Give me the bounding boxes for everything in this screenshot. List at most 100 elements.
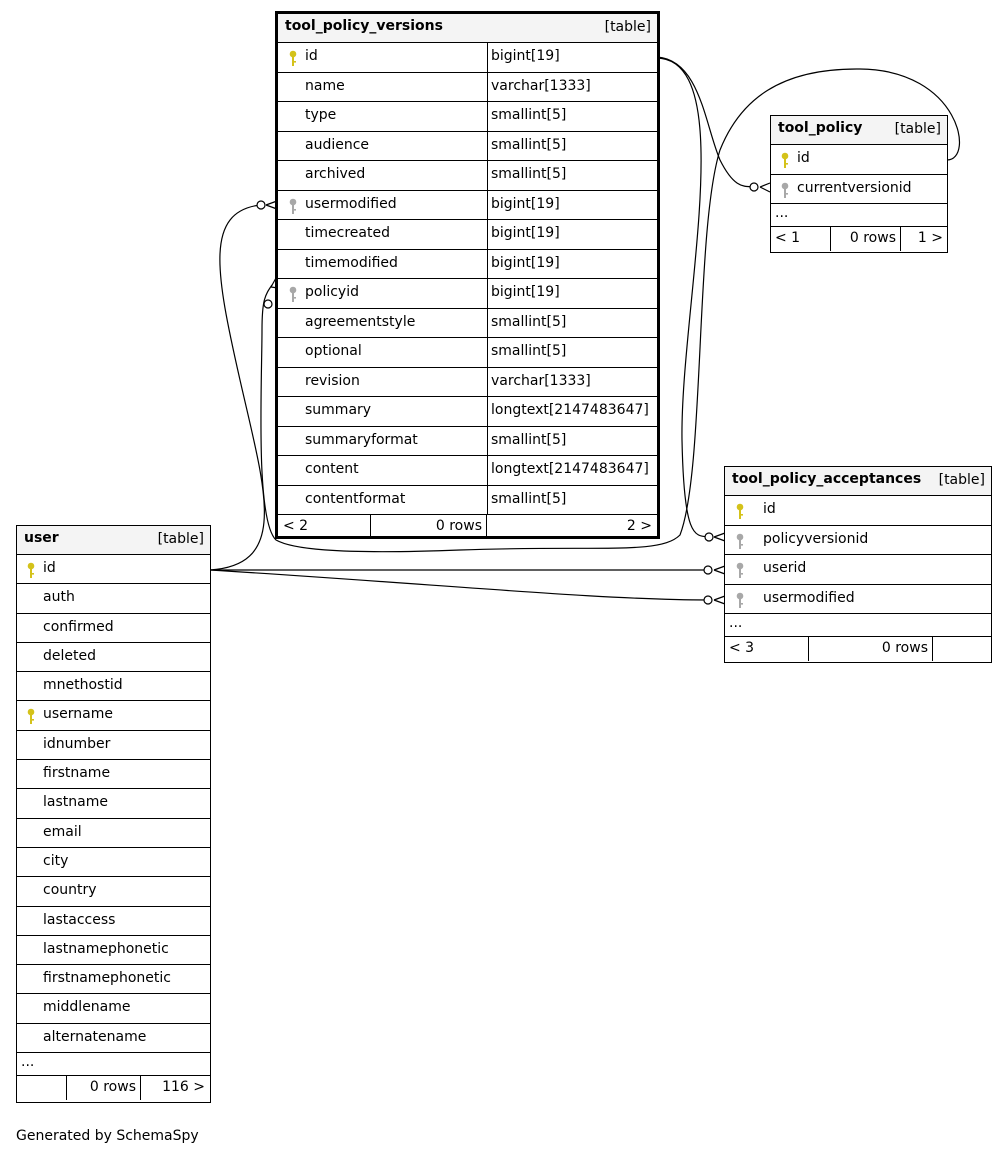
foreign-key-icon bbox=[735, 562, 745, 580]
column-type: bigint[19] bbox=[491, 254, 560, 271]
column-row[interactable]: country bbox=[17, 877, 210, 907]
table-footer: 0 rows 116 > bbox=[17, 1076, 210, 1101]
link-user-id-to-acceptances-usermodified bbox=[209, 569, 710, 601]
row-count: 0 rows bbox=[881, 640, 928, 656]
column-name: lastnamephonetic bbox=[43, 940, 169, 957]
table-footer: < 3 0 rows bbox=[725, 637, 991, 661]
column-type: smallint[5] bbox=[491, 343, 567, 359]
column-type: smallint[5] bbox=[491, 107, 567, 123]
column-row[interactable]: usermodified bbox=[725, 585, 991, 614]
foreign-key-icon bbox=[735, 533, 745, 551]
column-name: lastname bbox=[43, 794, 108, 811]
column-row[interactable]: id bbox=[771, 145, 947, 175]
table-footer: < 1 0 rows 1 > bbox=[771, 227, 947, 251]
table-header: tool_policy_versions [table] bbox=[278, 14, 657, 43]
children-link[interactable]: 1 > bbox=[917, 230, 943, 246]
column-row[interactable]: type smallint[5] bbox=[278, 102, 657, 132]
parents-link[interactable]: < 3 bbox=[729, 640, 755, 656]
column-row[interactable]: lastaccess bbox=[17, 907, 210, 936]
column-row[interactable]: id bbox=[725, 496, 991, 526]
optional-marker bbox=[704, 532, 714, 542]
column-name: optional bbox=[305, 343, 362, 359]
column-row[interactable]: policyversionid bbox=[725, 526, 991, 555]
column-type: smallint[5] bbox=[491, 136, 567, 153]
column-row[interactable]: auth bbox=[17, 584, 210, 614]
column-row[interactable]: userid bbox=[725, 555, 991, 585]
column-name: summaryformat bbox=[305, 431, 418, 448]
parents-link[interactable]: < 1 bbox=[775, 230, 801, 246]
children-link[interactable]: 116 > bbox=[162, 1079, 205, 1096]
column-row[interactable]: confirmed bbox=[17, 614, 210, 643]
column-row[interactable]: idnumber bbox=[17, 731, 210, 761]
column-type: bigint[19] bbox=[491, 284, 560, 300]
column-row[interactable]: lastname bbox=[17, 789, 210, 819]
foreign-key-icon bbox=[735, 592, 745, 610]
column-row[interactable]: middlename bbox=[17, 994, 210, 1024]
column-type: varchar[1333] bbox=[491, 372, 591, 389]
column-row[interactable]: city bbox=[17, 848, 210, 878]
children-link[interactable]: 2 > bbox=[626, 518, 652, 534]
primary-key-icon bbox=[26, 708, 36, 726]
column-name: agreementstyle bbox=[305, 313, 416, 330]
column-name: type bbox=[305, 107, 337, 123]
primary-key-icon bbox=[288, 50, 298, 68]
row-count: 0 rows bbox=[89, 1079, 136, 1096]
more-columns: ... bbox=[17, 1053, 210, 1077]
column-row[interactable]: username bbox=[17, 701, 210, 731]
column-name: usermodified bbox=[763, 589, 855, 606]
column-name: country bbox=[43, 882, 97, 899]
table-tag: [table] bbox=[157, 531, 204, 547]
column-name: id bbox=[43, 560, 56, 576]
column-row[interactable]: agreementstyle smallint[5] bbox=[278, 308, 657, 338]
table-tag: [table] bbox=[604, 19, 651, 35]
optional-marker bbox=[703, 565, 713, 575]
column-row[interactable]: currentversionid bbox=[771, 175, 947, 204]
column-row[interactable]: alternatename bbox=[17, 1024, 210, 1054]
column-type: smallint[5] bbox=[491, 313, 567, 330]
table-tag: [table] bbox=[938, 472, 985, 488]
parents-link[interactable]: < 2 bbox=[283, 518, 309, 534]
table-name: tool_policy bbox=[778, 120, 863, 136]
crow-foot-policy-currentversionid bbox=[759, 182, 771, 193]
column-name: alternatename bbox=[43, 1028, 147, 1045]
column-row[interactable]: lastnamephonetic bbox=[17, 936, 210, 966]
column-name: firstname bbox=[43, 765, 111, 782]
column-name: confirmed bbox=[43, 618, 114, 635]
table-name: user bbox=[24, 530, 59, 546]
column-row[interactable]: deleted bbox=[17, 643, 210, 673]
foreign-key-icon bbox=[780, 182, 790, 200]
column-row[interactable]: firstnamephonetic bbox=[17, 965, 210, 995]
optional-marker bbox=[263, 299, 273, 309]
table-footer: < 2 0 rows 2 > bbox=[278, 515, 657, 539]
primary-key-icon bbox=[26, 562, 36, 580]
column-row[interactable]: firstname bbox=[17, 760, 210, 790]
column-name: currentversionid bbox=[797, 179, 912, 196]
column-name: timemodified bbox=[305, 254, 398, 271]
column-name: contentformat bbox=[305, 490, 406, 507]
column-row[interactable]: id bbox=[17, 555, 210, 585]
column-row[interactable]: email bbox=[17, 819, 210, 848]
column-row[interactable]: timemodified bigint[19] bbox=[278, 249, 657, 279]
table-header: user [table] bbox=[17, 526, 210, 555]
column-type: bigint[19] bbox=[491, 195, 560, 212]
column-name: email bbox=[43, 823, 82, 840]
column-row[interactable]: optional smallint[5] bbox=[278, 338, 657, 368]
column-row[interactable]: mnethostid bbox=[17, 672, 210, 702]
